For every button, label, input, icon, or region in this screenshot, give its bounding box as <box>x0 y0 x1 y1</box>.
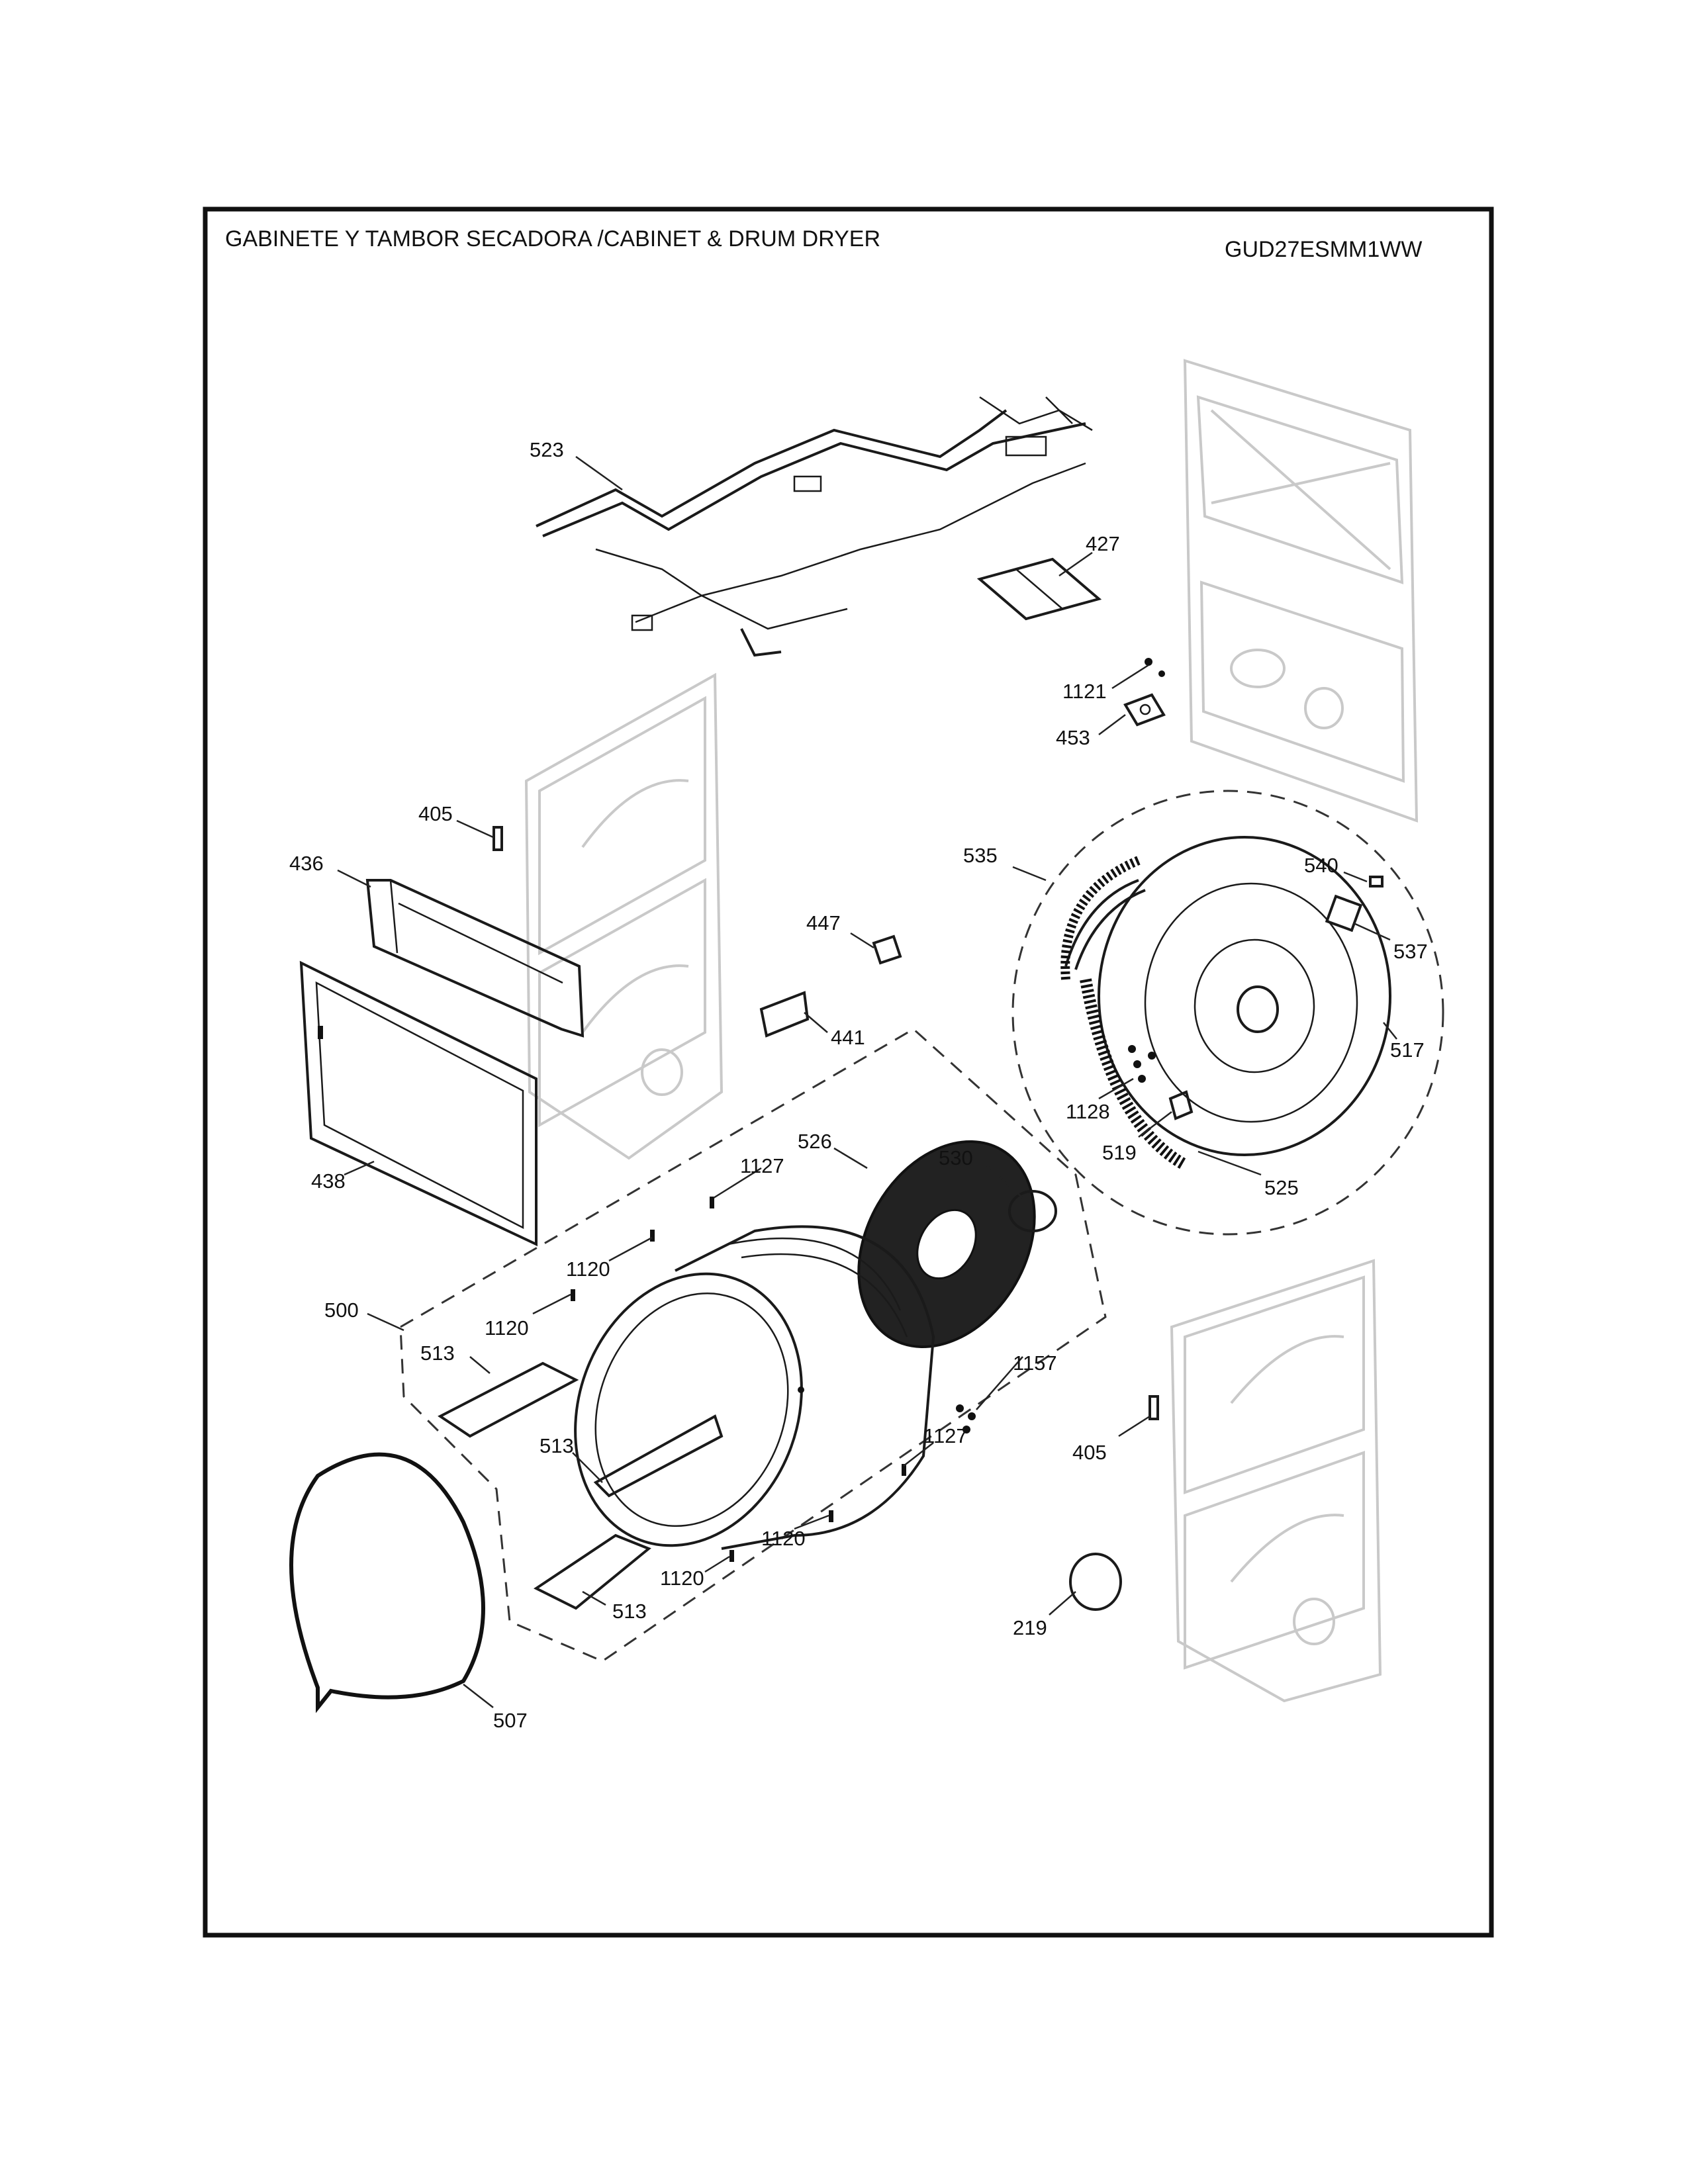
screws-1120-1127 <box>571 1197 976 1562</box>
callout-427: 427 <box>1086 532 1120 555</box>
sheet-frame <box>203 206 1494 1938</box>
clip-405-upper <box>492 826 503 851</box>
wire-harness <box>536 396 1093 657</box>
screws-1128 <box>1128 1045 1156 1083</box>
callout-517: 517 <box>1390 1038 1425 1062</box>
callout-405-upper: 405 <box>418 802 453 825</box>
callout-519: 519 <box>1102 1141 1137 1164</box>
baffle-513-top <box>438 1361 579 1438</box>
drum <box>574 1225 935 1550</box>
bulkhead-group-outline <box>1011 790 1444 1236</box>
callout-537: 537 <box>1393 940 1428 963</box>
bracket-453 <box>1123 693 1166 727</box>
callout-513-middle: 513 <box>539 1434 574 1457</box>
callout-523: 523 <box>530 438 564 461</box>
callout-1120-b: 1120 <box>485 1316 529 1340</box>
callout-405-lower: 405 <box>1072 1441 1107 1464</box>
clip-405-lower <box>1149 1395 1159 1420</box>
plate-447 <box>872 934 902 965</box>
callout-513-top: 513 <box>420 1342 455 1365</box>
door-panel-438 <box>299 960 538 1247</box>
baffle-513-middle <box>593 1414 724 1498</box>
leader-lines <box>337 455 1397 1708</box>
callout-1127-upper: 1127 <box>740 1154 784 1177</box>
callout-540: 540 <box>1304 854 1338 877</box>
rear-panel-outline <box>1183 359 1419 823</box>
bracket-519 <box>1168 1090 1194 1120</box>
rear-drum-screen-526 <box>857 1140 1036 1348</box>
screws-1121 <box>1145 658 1165 677</box>
diagram-title: GABINETE Y TAMBOR SECADORA /CABINET & DR… <box>225 226 880 251</box>
model-number: GUD27ESMM1WW <box>1225 237 1422 262</box>
insulation-pad <box>976 557 1102 621</box>
clip-540 <box>1369 876 1383 887</box>
callout-1120-c: 1120 <box>761 1527 806 1550</box>
callout-530: 530 <box>939 1146 973 1169</box>
callout-513-bottom: 513 <box>612 1600 647 1623</box>
callout-436: 436 <box>289 852 324 875</box>
drum-group-outline <box>399 1028 1107 1662</box>
callout-1120-a: 1120 <box>566 1257 610 1281</box>
callout-525: 525 <box>1264 1176 1299 1199</box>
callout-447: 447 <box>806 911 841 934</box>
right-side-panel-outline <box>1170 1259 1382 1703</box>
callout-441: 441 <box>831 1026 865 1049</box>
seal-507 <box>289 1452 485 1713</box>
callout-1121: 1121 <box>1062 680 1107 703</box>
callout-438: 438 <box>311 1169 346 1193</box>
callout-1128: 1128 <box>1066 1100 1110 1123</box>
bracket-441 <box>759 991 810 1038</box>
bearing-530 <box>1008 1190 1057 1232</box>
callout-219: 219 <box>1013 1616 1047 1639</box>
baffle-513-bottom <box>534 1533 651 1610</box>
callout-453: 453 <box>1056 726 1090 749</box>
callout-labels: 523 427 1121 453 405 436 447 441 438 535… <box>289 438 1428 1732</box>
callout-507: 507 <box>493 1709 528 1732</box>
callout-1120-d: 1120 <box>660 1567 704 1590</box>
callout-526: 526 <box>798 1130 832 1153</box>
callout-1127-lower: 1127 <box>923 1424 968 1447</box>
rear-bulkhead-517 <box>1098 836 1391 1156</box>
callout-1157: 1157 <box>1013 1351 1057 1375</box>
left-side-panel-outline <box>524 672 724 1160</box>
heater-element-525 <box>1060 856 1188 1170</box>
thermostat-537 <box>1325 894 1363 933</box>
callout-500: 500 <box>324 1298 359 1322</box>
callout-535: 535 <box>963 844 998 867</box>
clamp-219 <box>1069 1553 1122 1611</box>
